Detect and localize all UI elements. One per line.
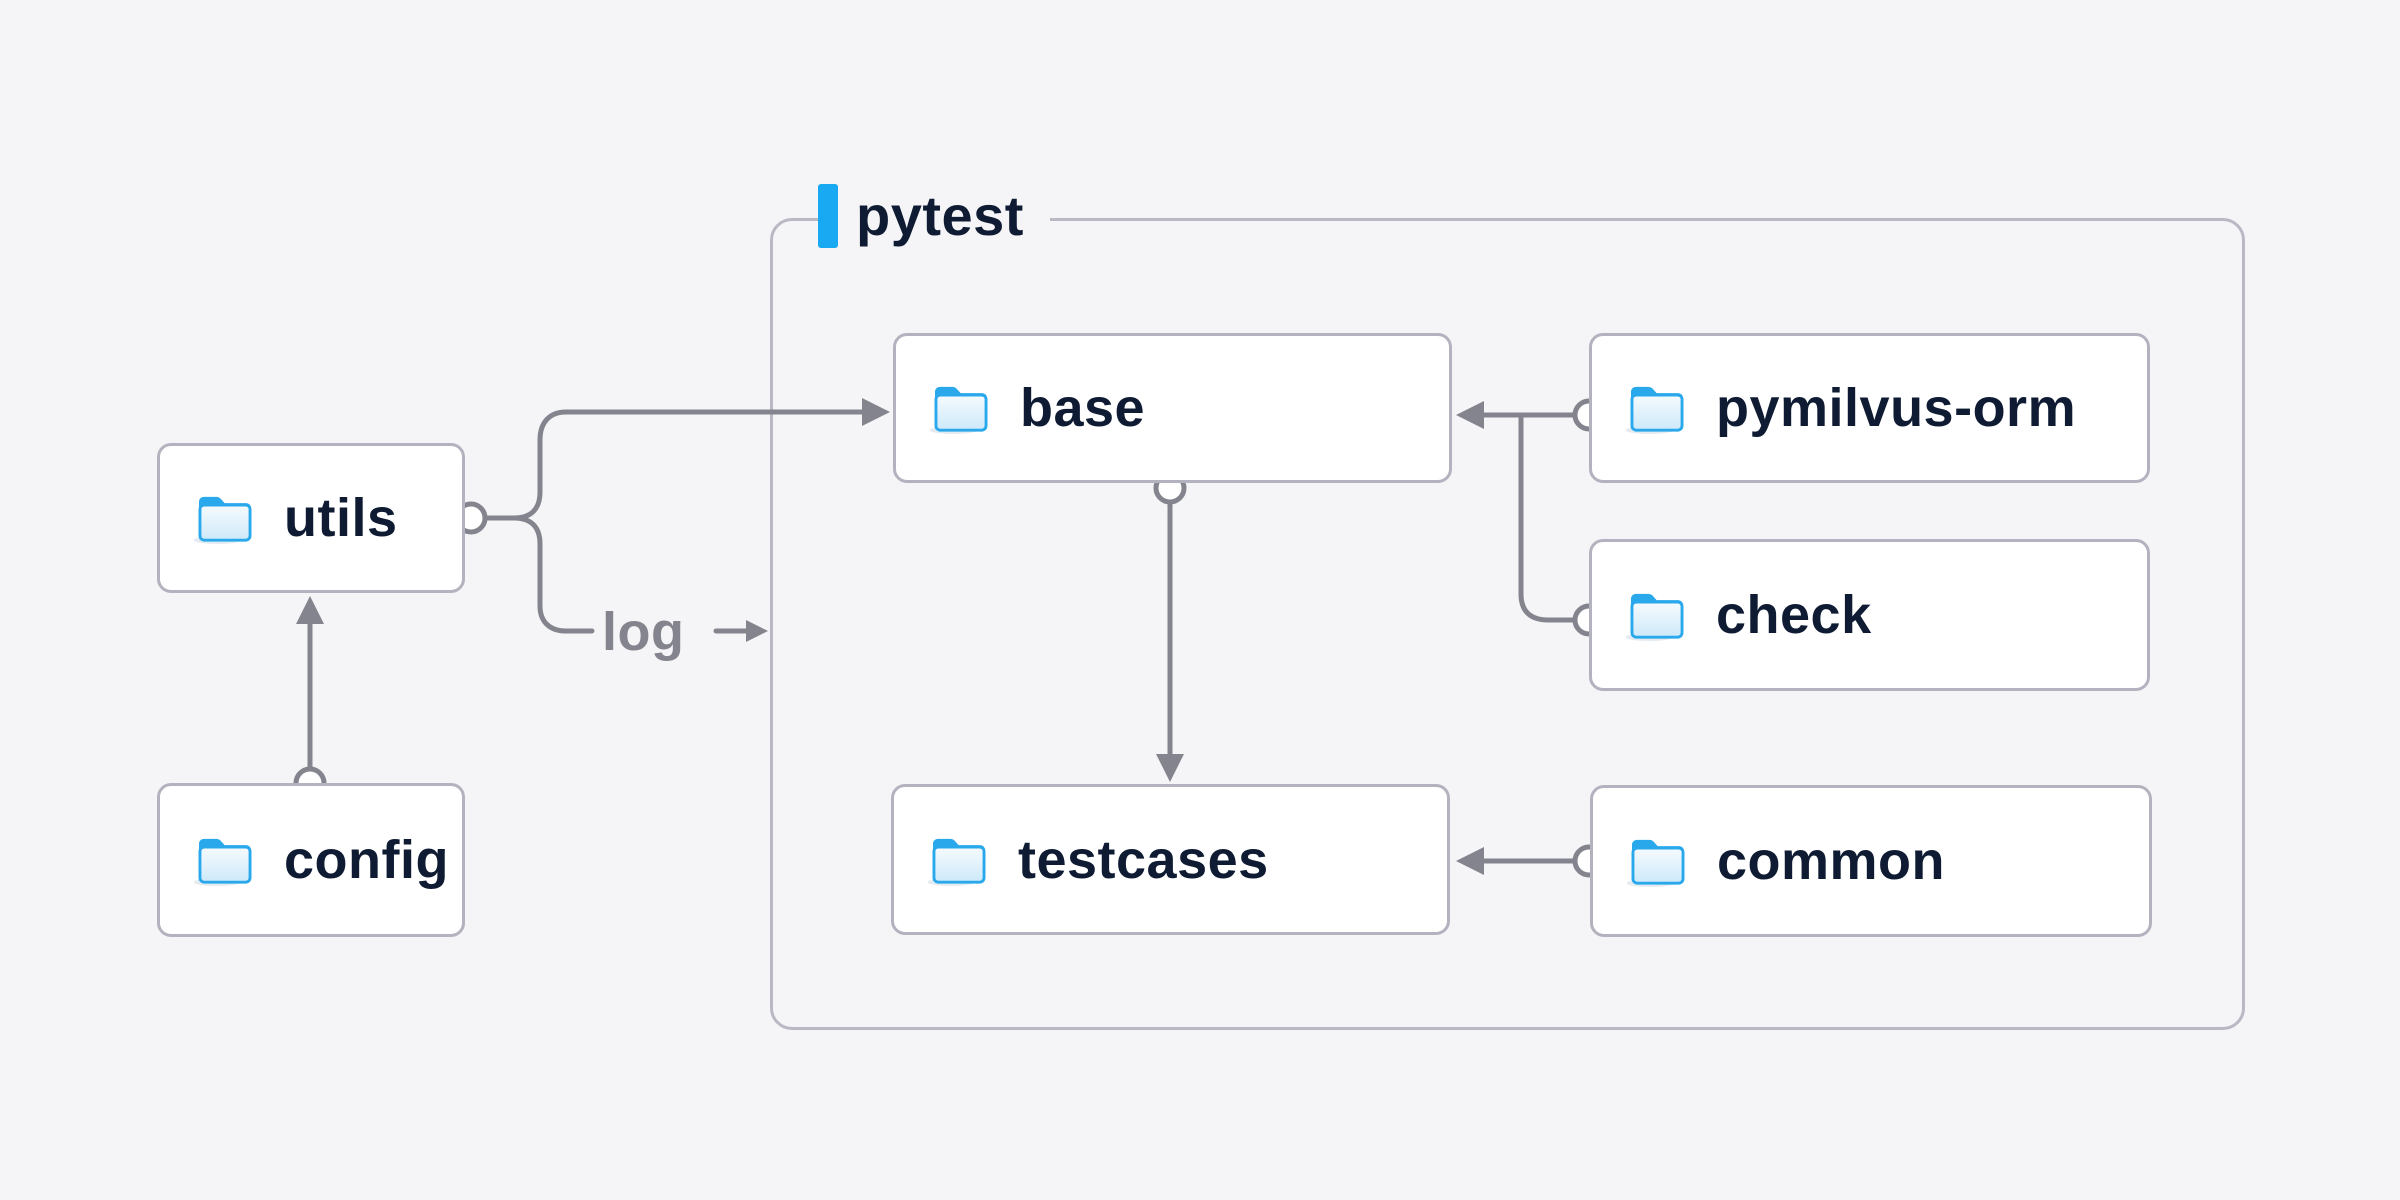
folder-node-label: base <box>1020 378 1146 438</box>
folder-node-label: utils <box>284 488 398 548</box>
edge-utils-log <box>511 515 768 642</box>
folder-node-check: check <box>1589 539 2150 691</box>
accent-bar <box>818 184 838 248</box>
folder-icon <box>930 382 992 434</box>
cluster-label-text: pytest <box>856 184 1024 247</box>
pytest-cluster-box <box>770 218 2245 1030</box>
folder-node-label: common <box>1717 831 1946 891</box>
edge-check-base <box>1518 412 1578 623</box>
folder-node-utils: utils <box>157 443 465 593</box>
folder-node-pymilvus-orm: pymilvus-orm <box>1589 333 2150 483</box>
folder-node-config: config <box>157 783 465 937</box>
folder-icon <box>1626 589 1688 641</box>
folder-node-testcases: testcases <box>891 784 1450 935</box>
folder-icon <box>194 834 256 886</box>
folder-node-label: testcases <box>1018 829 1269 890</box>
edge-config-utils <box>296 596 324 772</box>
log-edge-label: log <box>602 602 685 662</box>
folder-node-label: check <box>1716 585 1872 645</box>
edge-common-testcases <box>1456 847 1578 875</box>
folder-node-common: common <box>1590 785 2152 937</box>
folder-node-label: pymilvus-orm <box>1716 378 2077 438</box>
folder-icon <box>194 492 256 544</box>
folder-icon <box>1626 382 1688 434</box>
folder-icon <box>1627 835 1689 887</box>
edge-base-testcases <box>1156 499 1184 782</box>
folder-node-label: config <box>284 830 449 890</box>
folder-icon <box>928 834 990 886</box>
edge-utils-base <box>483 398 890 521</box>
edge-pymilvus-orm-base <box>1456 401 1578 429</box>
folder-node-base: base <box>893 333 1452 483</box>
pytest-cluster-label: pytest <box>818 184 1050 248</box>
